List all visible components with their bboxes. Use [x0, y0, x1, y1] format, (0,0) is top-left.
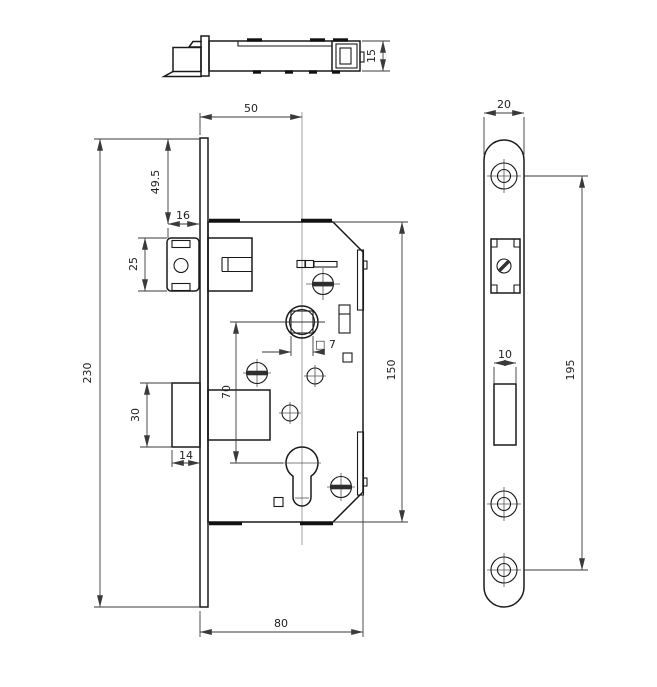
faceplate-outline [483, 139, 525, 608]
dim-label-150: 150 [385, 360, 398, 381]
deadbolt [171, 382, 271, 448]
dim-latch-height: 25 [127, 237, 167, 292]
stop-slider [296, 259, 338, 269]
dim-hub-to-cylinder: 70 [220, 321, 325, 464]
case-side-tab-lower [356, 431, 365, 496]
dim-plate-width: 20 [483, 98, 525, 155]
faceplate [199, 137, 209, 608]
tab-nub-upper [362, 260, 368, 270]
dim-label-14: 14 [179, 449, 193, 462]
dim-faceplate-length: 230 [81, 138, 200, 608]
dim-label-square7: □ 7 [315, 338, 336, 351]
dim-label-195: 195 [564, 360, 577, 381]
dim-case-height: 150 [333, 221, 408, 523]
tab-nub-lower [362, 477, 368, 487]
fixing-hole-right [304, 365, 326, 387]
screw-hole-bottom [487, 553, 521, 587]
dim-latch-width: 16 [167, 209, 200, 238]
case-end-nub [359, 51, 365, 63]
lock-case [207, 218, 368, 526]
case-tabs-top [247, 38, 348, 74]
screw-middle [243, 359, 271, 387]
screw-lower [327, 473, 355, 501]
dim-label-50: 50 [244, 102, 258, 115]
dim-screw-spacing: 195 [524, 175, 588, 571]
fixing-hole-center [279, 402, 301, 424]
deadbolt-opening [493, 383, 517, 446]
dim-case-depth: 80 [199, 495, 364, 637]
latch-bolt [166, 237, 253, 292]
dim-label-70: 70 [220, 385, 233, 399]
screw-hole-top [487, 159, 521, 193]
dim-deadbolt-height: 30 [129, 382, 172, 448]
dim-label-49-5: 49.5 [149, 170, 162, 195]
dim-label-80: 80 [274, 617, 288, 630]
cylinder-hole [283, 446, 321, 507]
dim-label-15: 15 [365, 49, 378, 63]
dim-top-to-latch: 49.5 [149, 138, 171, 225]
screw-hole-middle [487, 487, 521, 521]
dim-backset: 50 [199, 102, 303, 135]
dim-deadbolt-width: 14 [171, 449, 201, 467]
dim-label-230: 230 [81, 363, 94, 384]
small-square-hole-right [342, 352, 353, 363]
vertical-slider [338, 304, 351, 334]
screw-upper [306, 268, 340, 300]
dim-label-20: 20 [497, 98, 511, 111]
lock-case-top [208, 38, 365, 74]
dim-label-16: 16 [176, 209, 190, 222]
dim-label-25: 25 [127, 257, 140, 271]
dim-spindle-square: □ 7 [262, 336, 336, 356]
latch-bolt-top [161, 40, 202, 78]
top-view: 15 [161, 35, 390, 78]
case-side-tab-upper [356, 249, 365, 311]
dim-bolt-cutout-width: 10 [493, 348, 517, 384]
front-view: □ 7 [81, 102, 408, 637]
dim-label-10: 10 [498, 348, 512, 361]
faceplate-top [200, 35, 210, 77]
small-square-hole-left [273, 496, 284, 508]
dim-case-thickness: 15 [362, 40, 390, 72]
faceplate-view: 20 10 195 [483, 98, 588, 608]
latch-opening [490, 238, 521, 294]
dim-label-30: 30 [129, 408, 142, 422]
